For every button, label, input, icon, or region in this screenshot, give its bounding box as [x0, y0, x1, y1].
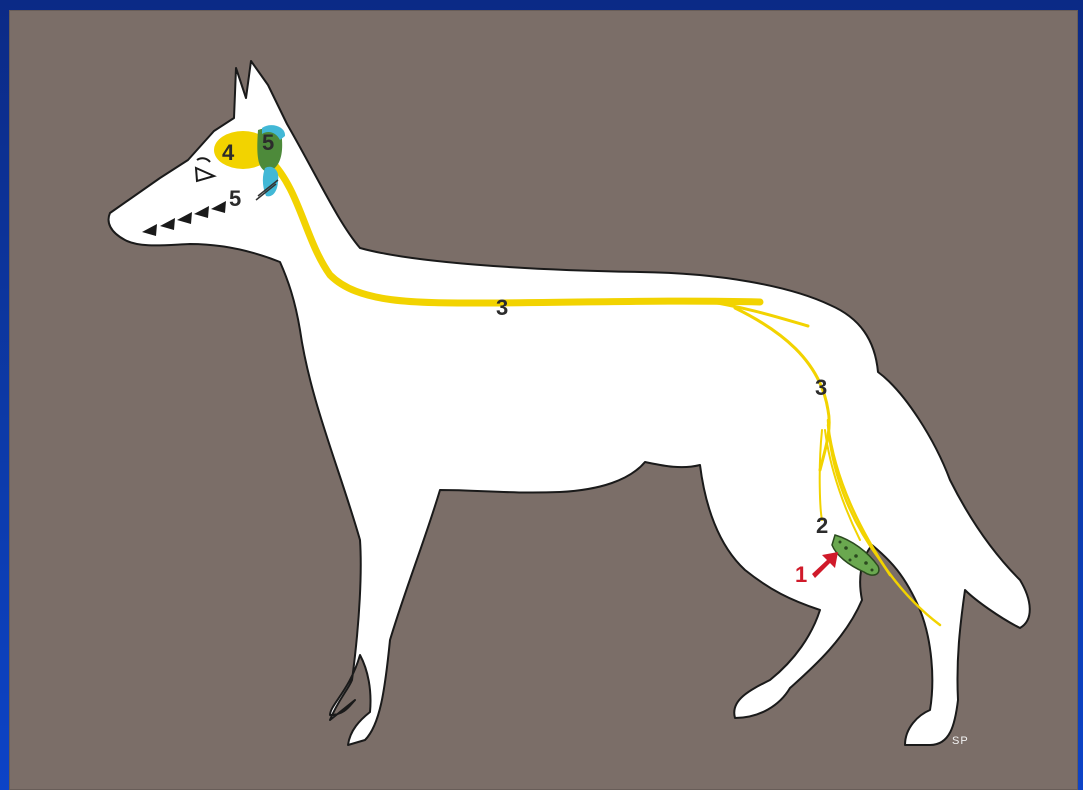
label-3-hip: 3: [815, 375, 827, 400]
artist-signature: SP: [952, 735, 969, 747]
label-3-spine: 3: [496, 295, 508, 320]
label-1: 1: [795, 562, 807, 587]
label-5-brain: 5: [262, 130, 274, 155]
label-4: 4: [222, 140, 235, 165]
label-2: 2: [816, 513, 828, 538]
label-5-nose: 5: [229, 186, 241, 211]
